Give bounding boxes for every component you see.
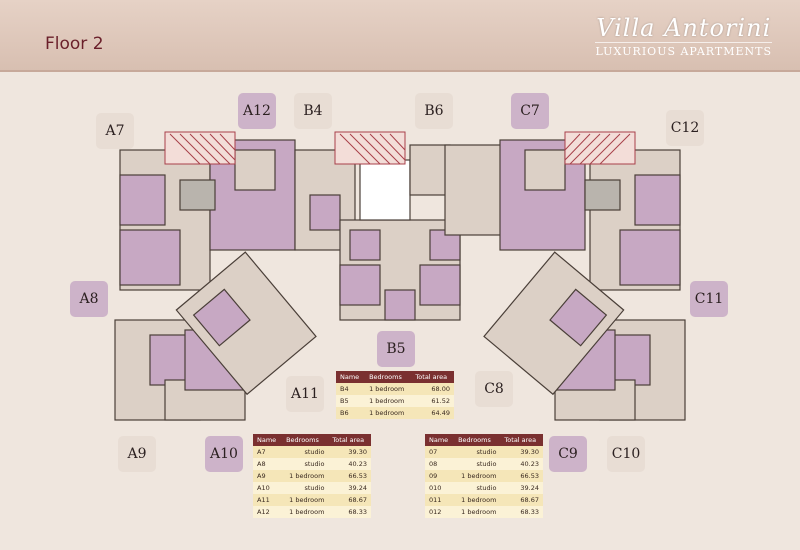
cell-area: 68.67 — [328, 494, 371, 506]
unit-label-c7[interactable]: C7 — [511, 93, 549, 129]
cell-name: B6 — [336, 407, 366, 419]
cell-name: A12 — [253, 506, 283, 518]
wing-c — [483, 139, 686, 421]
cell-bedrooms: 1 bedroom — [454, 494, 501, 506]
table-header-bedrooms: Bedrooms — [454, 434, 501, 446]
cell-name: 010 — [425, 482, 455, 494]
cell-area: 68.00 — [411, 383, 454, 395]
cell-name: B4 — [336, 383, 366, 395]
unit-label-c8[interactable]: C8 — [475, 371, 513, 407]
unit-label-a10[interactable]: A10 — [205, 436, 243, 472]
cell-bedrooms: studio — [454, 482, 501, 494]
cell-name: A8 — [253, 458, 283, 470]
cell-area: 39.30 — [328, 446, 371, 458]
unit-label-a9[interactable]: A9 — [118, 436, 156, 472]
cell-name: 07 — [425, 446, 455, 458]
cell-area: 64.49 — [411, 407, 454, 419]
unit-label-c9[interactable]: C9 — [549, 436, 587, 472]
floor-title: Floor 2 — [45, 34, 104, 54]
cell-area: 68.33 — [328, 506, 371, 518]
cell-name: 012 — [425, 506, 455, 518]
cell-bedrooms: 1 bedroom — [282, 494, 329, 506]
cell-bedrooms: 1 bedroom — [365, 383, 412, 395]
header-bar — [0, 0, 800, 70]
unit-label-c12[interactable]: C12 — [666, 110, 704, 146]
cell-name: 09 — [425, 470, 455, 482]
cell-bedrooms: studio — [454, 446, 501, 458]
cell-bedrooms: studio — [282, 482, 329, 494]
cell-bedrooms: 1 bedroom — [365, 395, 412, 407]
unit-label-c11[interactable]: C11 — [690, 281, 728, 317]
unit-label-b5[interactable]: B5 — [377, 331, 415, 367]
table-header-bedrooms: Bedrooms — [365, 371, 412, 383]
cell-bedrooms: 1 bedroom — [282, 506, 329, 518]
cell-area: 66.53 — [328, 470, 371, 482]
unit-label-a8[interactable]: A8 — [70, 281, 108, 317]
cell-name: B5 — [336, 395, 366, 407]
cell-bedrooms: 1 bedroom — [454, 470, 501, 482]
table-header-area: Total area — [411, 371, 454, 383]
cell-name: 08 — [425, 458, 455, 470]
cell-area: 39.30 — [500, 446, 543, 458]
cell-area: 40.23 — [328, 458, 371, 470]
header-divider — [0, 70, 800, 72]
table-header-name: Name — [336, 371, 366, 383]
unit-label-a11[interactable]: A11 — [286, 376, 324, 412]
unit-label-b6[interactable]: B6 — [415, 93, 453, 129]
cell-name: A7 — [253, 446, 283, 458]
cell-area: 66.53 — [500, 470, 543, 482]
cell-name: A11 — [253, 494, 283, 506]
cell-name: A10 — [253, 482, 283, 494]
cell-area: 68.33 — [500, 506, 543, 518]
cell-bedrooms: studio — [282, 446, 329, 458]
brand-subtitle: LUXURIOUS APARTMENTS — [595, 42, 772, 58]
cell-area: 68.67 — [500, 494, 543, 506]
cell-area: 61.52 — [411, 395, 454, 407]
cell-bedrooms: 1 bedroom — [454, 506, 501, 518]
table-header-name: Name — [425, 434, 455, 446]
cell-bedrooms: 1 bedroom — [282, 470, 329, 482]
cell-name: 011 — [425, 494, 455, 506]
wing-b — [339, 144, 506, 321]
table-header-area: Total area — [500, 434, 543, 446]
cell-bedrooms: studio — [282, 458, 329, 470]
table-header-area: Total area — [328, 434, 371, 446]
cell-bedrooms: studio — [454, 458, 501, 470]
cell-name: A9 — [253, 470, 283, 482]
cell-bedrooms: 1 bedroom — [365, 407, 412, 419]
unit-label-c10[interactable]: C10 — [607, 436, 645, 472]
wing-a — [114, 139, 356, 421]
brand-name: Villa Antorini — [596, 14, 772, 42]
unit-label-b4[interactable]: B4 — [294, 93, 332, 129]
unit-label-a12[interactable]: A12 — [238, 93, 276, 129]
table-header-bedrooms: Bedrooms — [282, 434, 329, 446]
unit-label-a7[interactable]: A7 — [96, 113, 134, 149]
brand-logo: Villa Antorini LUXURIOUS APARTMENTS — [595, 14, 772, 58]
cell-area: 39.24 — [500, 482, 543, 494]
cell-area: 39.24 — [328, 482, 371, 494]
cell-area: 40.23 — [500, 458, 543, 470]
table-header-name: Name — [253, 434, 283, 446]
